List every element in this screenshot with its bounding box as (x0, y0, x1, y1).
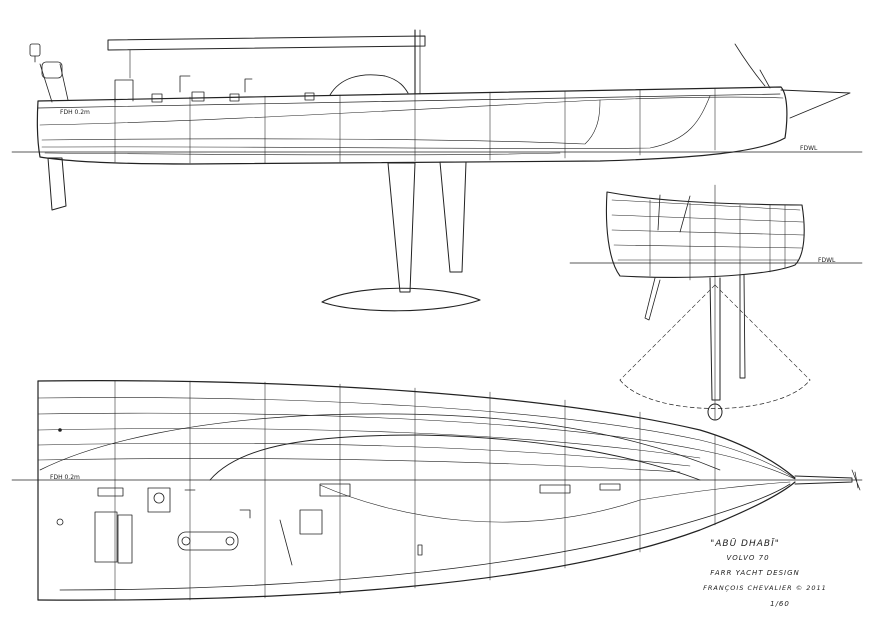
title-class: VOLVO 70 (726, 554, 769, 562)
profile-bow-pulpit (734, 43, 771, 89)
profile-buttock-line-1 (41, 99, 601, 145)
profile-stern-fittings (29, 43, 69, 103)
profile-coaming (114, 79, 134, 103)
side-profile-view: FDH 0.2m FDWL (11, 29, 863, 312)
plan-sheer-lower (59, 483, 791, 591)
profile-boom (107, 35, 426, 51)
title-artist: FRANÇOIS CHEVALIER © 2011 (703, 584, 827, 592)
plan-bow-detail (851, 469, 861, 491)
plan-deck-curve-inner (39, 413, 721, 471)
plan-bowsprit (794, 475, 853, 485)
title-designer: FARR YACHT DESIGN (710, 569, 800, 577)
section-fin (709, 277, 721, 401)
title-scale: 1/60 (770, 600, 790, 608)
section-frame-lines (611, 199, 805, 281)
profile-keel-bulb (321, 287, 481, 312)
profile-chine-line (39, 96, 784, 126)
profile-datum-label: FDH 0.2m (60, 109, 90, 116)
profile-waterline-label: FDWL (800, 145, 818, 152)
title-boat-name: "ABŪ DHABĪ" (710, 538, 780, 549)
plan-inner-lower (319, 481, 791, 523)
section-waterline-label: FDWL (818, 257, 836, 264)
title-block: "ABŪ DHABĪ" VOLVO 70 FARR YACHT DESIGN F… (703, 538, 827, 608)
plan-deck-curve (209, 434, 701, 481)
section-rudder-strut (644, 277, 661, 321)
profile-daggerboard (439, 161, 467, 273)
plan-station-lines (114, 380, 716, 601)
section-daggerboard (739, 274, 746, 379)
plan-hull-lower-half (37, 481, 796, 601)
section-keel-bulb (707, 403, 723, 421)
section-pulpit (657, 194, 691, 233)
profile-keel-fin (387, 162, 416, 293)
section-view: FDWL (569, 184, 863, 421)
profile-buttock-line-3 (44, 152, 561, 156)
plan-deck-hardware (56, 483, 621, 566)
profile-hull-outline (36, 86, 788, 165)
profile-winches (151, 75, 315, 103)
plan-datum-label: FDH 0.2m (50, 474, 80, 481)
profile-rudder (47, 157, 67, 211)
plan-hull-upper-half (37, 380, 796, 479)
profile-doghouse (329, 74, 409, 96)
section-cant-ray-stbd (714, 284, 811, 381)
profile-deck-line (37, 93, 781, 109)
section-cant-arc (619, 379, 811, 409)
plan-marker-dot (58, 428, 62, 432)
profile-bowsprit (780, 89, 851, 119)
section-cant-ray-port (619, 284, 716, 381)
section-hull-outline (605, 191, 805, 278)
plan-view: FDH 0.2m (11, 380, 863, 601)
profile-station-lines (114, 87, 716, 164)
plan-waterlines (37, 397, 796, 480)
profile-buttock-line-2 (41, 95, 711, 149)
